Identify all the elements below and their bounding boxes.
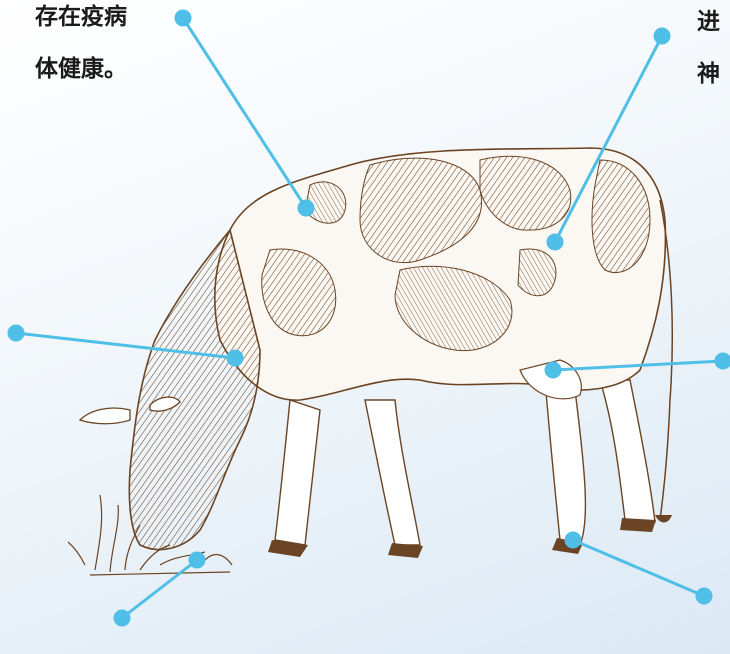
callout-back (176, 11, 313, 215)
cow-body (80, 148, 672, 558)
callout-hoof (566, 533, 711, 603)
callout-mouth (115, 553, 204, 625)
